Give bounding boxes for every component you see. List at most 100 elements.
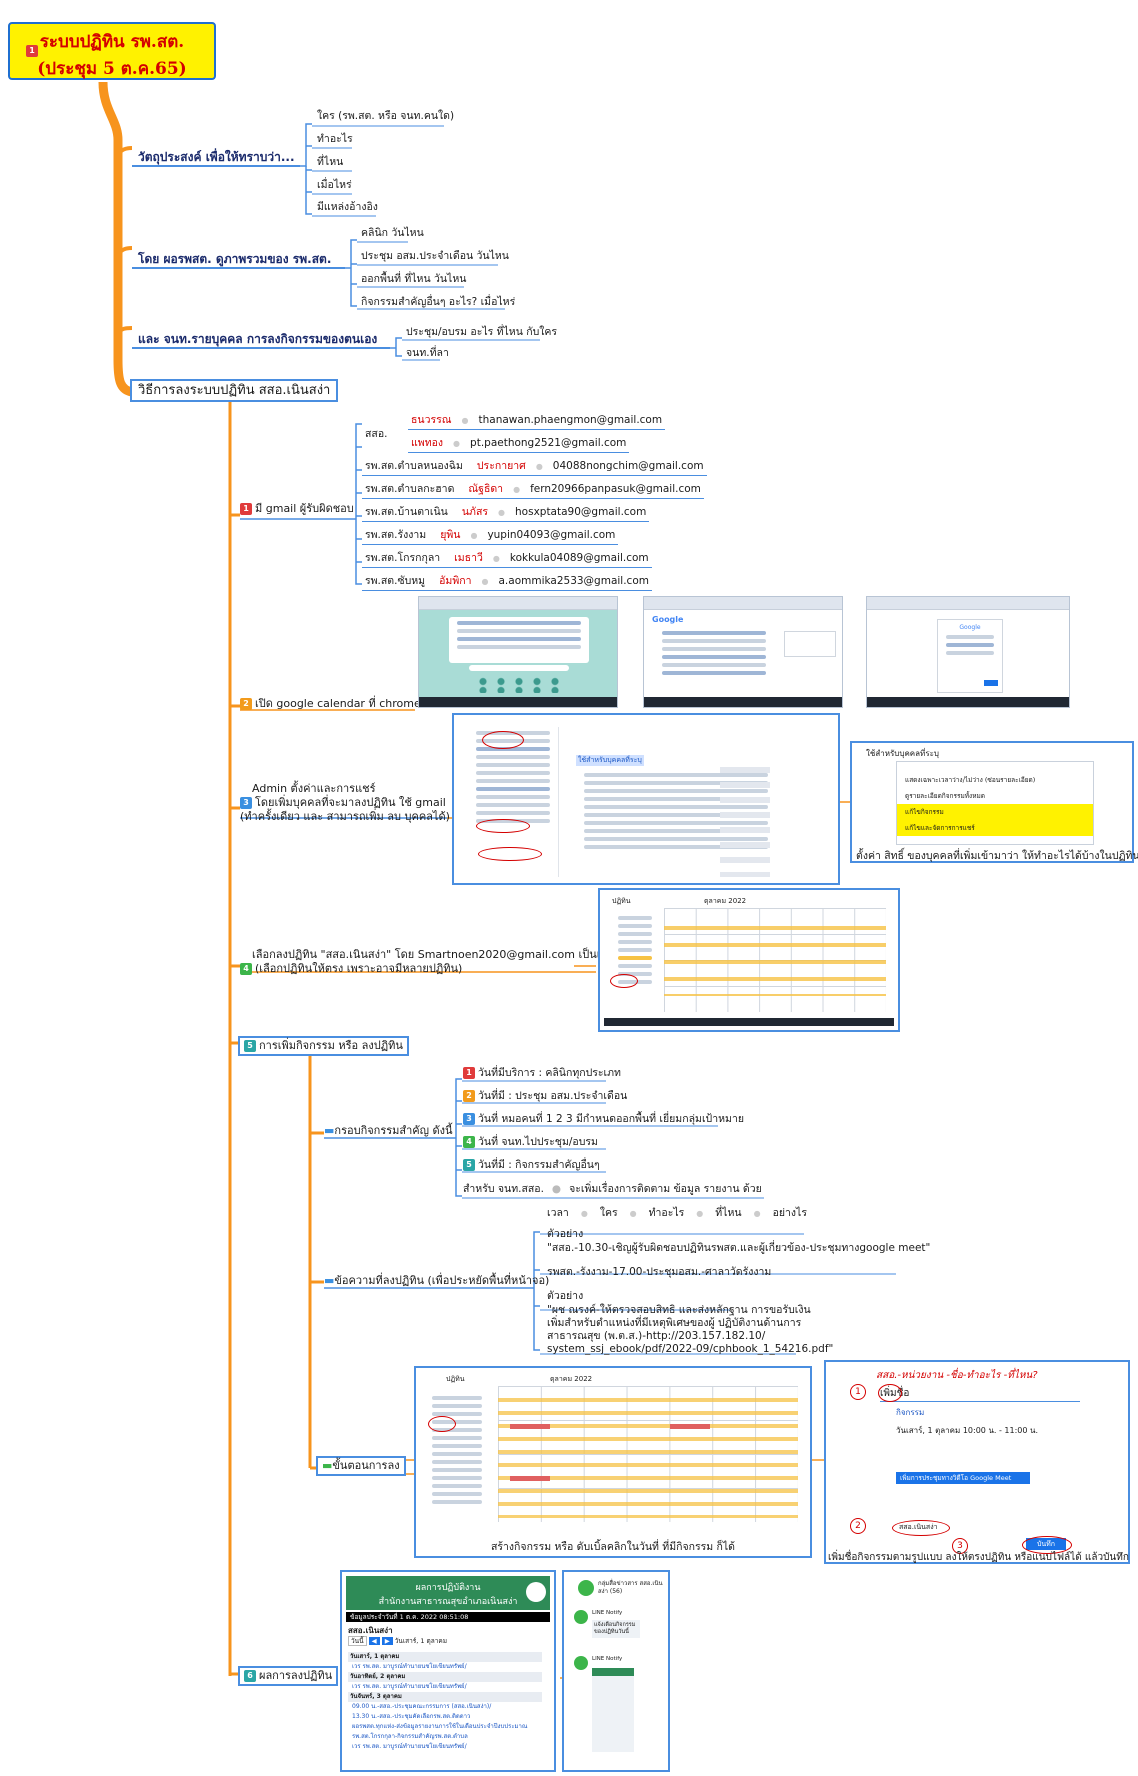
director-item: ประชุม อสม.ประจำเดือน วันไหน bbox=[361, 250, 509, 262]
sequence-item: ทำอะไร bbox=[648, 1207, 685, 1219]
form-tab[interactable]: กิจกรรม bbox=[896, 1408, 925, 1417]
staff-topic: และ จนท.รายบุคคล การลงกิจกรรมของตนเอง bbox=[138, 332, 378, 346]
framework-text: วันที่มี : กิจกรรมสำคัญอื่นๆ bbox=[478, 1159, 600, 1171]
staff-note: สำหรับ จนท.สสอ.●จะเพิ่มเรื่องการติดตาม ข… bbox=[463, 1183, 762, 1195]
step3-line2: โดยเพิ่มบุคคลที่จะมาลงปฏิทิน ใช้ gmail bbox=[255, 796, 446, 809]
gmail-address: thanawan.phaengmon@gmail.com bbox=[478, 414, 663, 426]
objectives-topic: วัตถุประสงค์ เพื่อให้ทราบว่า... bbox=[138, 150, 295, 164]
mark-1: 1 bbox=[850, 1384, 866, 1400]
framework-text: วันที่มี : ประชุม อสม.ประจำเดือน bbox=[478, 1090, 628, 1102]
director-item: กิจกรรมสำคัญอื่นๆ อะไร? เมื่อไหร่ bbox=[361, 296, 516, 308]
procedure-label: ขั้นตอนการลง bbox=[332, 1459, 400, 1472]
step4-node: เลือกลงปฏิทิน "สสอ.เนินสง่า" โดย Smartno… bbox=[240, 948, 633, 976]
gmail-address: fern20966panpasuk@gmail.com bbox=[530, 483, 701, 495]
message-sequence: เวลา●ใคร●ทำอะไร●ที่ไหน●อย่างไร bbox=[544, 1207, 810, 1220]
line-report-thumbnail bbox=[592, 1668, 634, 1752]
line-notify-label-2: LINE Notify bbox=[592, 1656, 623, 1662]
framework-node: ▬กรอบกิจกรรมสำคัญ ดังนี้ bbox=[324, 1124, 453, 1138]
framework-text: วันที่มีบริการ : คลินิกทุกประเภท bbox=[478, 1067, 621, 1079]
step2-label: เปิด google calendar ที่ chrome bbox=[255, 697, 421, 710]
form-meet-button[interactable]: เพิ่มการประชุมทางวิดีโอ Google Meet bbox=[896, 1472, 1030, 1484]
gmail-address: 04088nongchim@gmail.com bbox=[552, 460, 704, 472]
example2-text: "ผช ณรงค์-ให้ตรวจสอบสิทธิ และส่งหลักฐาน … bbox=[544, 1304, 836, 1356]
separator-dot: ● bbox=[753, 1209, 761, 1218]
report-title2: สำนักงานสาธารณสุขอำเภอเนินสง่า bbox=[378, 1597, 518, 1607]
example1b-text: รพสต.-รังงาม-17.00-ประชุมอสม.-ศาลาวัดรัง… bbox=[547, 1266, 772, 1278]
procedure-node: ▬ขั้นตอนการลง bbox=[316, 1456, 406, 1476]
agenda-item[interactable]: 13.30 น.-สสอ.-ประชุมคัดเลือกรพ.สต.ติดดาว bbox=[352, 1713, 471, 1720]
gmail-owner: อัมพิกา bbox=[439, 575, 472, 587]
step6-label: ผลการลงปฏิทิน bbox=[259, 1669, 333, 1682]
form-date: วันเสาร์, 1 ตุลาคม 10:00 น. - 11:00 น. bbox=[896, 1426, 1039, 1435]
form-title-field[interactable]: เพิ่มชื่อ bbox=[880, 1386, 1080, 1402]
line-notify-icon bbox=[574, 1610, 588, 1624]
agenda-item[interactable]: เวร รพ.สต. มาบูรณ์ทำนายนชโยเขียนทรัพย์/ bbox=[352, 1683, 467, 1690]
gmail-address: hosxptata90@gmail.com bbox=[515, 506, 647, 518]
line-notify-icon-2 bbox=[574, 1656, 588, 1670]
separator-dot: ● bbox=[535, 462, 543, 471]
gmail-owner: เมธาวี bbox=[454, 552, 483, 564]
gmail-address: pt.paethong2521@gmail.com bbox=[470, 437, 627, 449]
sequence-item: ที่ไหน bbox=[715, 1207, 742, 1219]
create-event-caption: สร้างกิจกรรม หรือ ดับเบิ้ลคลิกในวันที่ ท… bbox=[490, 1541, 735, 1553]
permission-option[interactable]: ดูรายละเอียดกิจกรรมทั้งหมด bbox=[905, 792, 985, 800]
report-toolbar-date: วันเสาร์, 1 ตุลาคม bbox=[394, 1637, 448, 1645]
sharing-header: ใช้สำหรับบุคคลที่ระบุ bbox=[576, 755, 644, 766]
separator-dot: ● bbox=[481, 577, 489, 586]
agenda-item[interactable]: เวร รพ.สต. มาบูรณ์ทำนายนชโยเขียนทรัพย์/ bbox=[352, 1663, 467, 1670]
create-event-month: ตุลาคม 2022 bbox=[550, 1375, 593, 1383]
objective-item: ทำอะไร bbox=[317, 133, 353, 145]
gmail-row: รพ.สต.ตำบลหนองฉิม ประกายาศ●04088nongchim… bbox=[362, 460, 707, 476]
agenda-item[interactable]: รพ.สต.โกรกกุลา-กิจกรรมสำคัญรพ.สต.ตำบล bbox=[352, 1733, 468, 1740]
step3-badge: 3 bbox=[240, 797, 252, 809]
permission-option[interactable]: แก้ไขและจัดการการแชร์ bbox=[897, 820, 1093, 836]
staff-note-text: จะเพิ่มเรื่องการติดตาม ข้อมูล รายงาน ด้ว… bbox=[569, 1183, 762, 1195]
gmail-unit: รพ.สต.รังงาม bbox=[365, 529, 427, 541]
sequence-item: เวลา bbox=[547, 1207, 569, 1219]
mark-3: 3 bbox=[952, 1538, 968, 1554]
permission-dropdown: แสดงเฉพาะเวลาว่าง/ไม่ว่าง (ซ่อนรายละเอีย… bbox=[896, 761, 1094, 845]
gmail-owner: ณัฐธิดา bbox=[468, 483, 504, 495]
step3-line3: (ทำครั้งเดียว และ สามารถเพิ่ม ลบ บุคคลได… bbox=[240, 810, 450, 823]
gmail-row: ธนวรรณ●thanawan.phaengmon@gmail.com bbox=[408, 414, 666, 430]
gmail-row: แพทอง●pt.paethong2521@gmail.com bbox=[408, 437, 630, 453]
step3-line1: Admin ตั้งค่าและการแชร์ bbox=[252, 782, 376, 795]
separator-dot: ● bbox=[498, 508, 506, 517]
separator-dot: ● bbox=[470, 531, 478, 540]
gmail-unit: รพ.สต.บ้านตาเนิน bbox=[365, 506, 448, 518]
permission-option[interactable]: แสดงเฉพาะเวลาว่าง/ไม่ว่าง (ซ่อนรายละเอีย… bbox=[905, 776, 1036, 784]
agenda-item[interactable]: 09.00 น.-สสอ.-ประชุมคณะกรรมการ (สสอ.เนิน… bbox=[352, 1703, 492, 1710]
separator-dot: ● bbox=[492, 554, 500, 563]
event-form-frame: สสอ.-หน่วยงาน -ชื่อ-ทำอะไร -ที่ไหน? เพิ่… bbox=[824, 1360, 1130, 1564]
method-topic: วิธีการลงระบบปฏิทิน สสอ.เนินสง่า bbox=[130, 379, 339, 402]
report-updated: ข้อมูลประจำวันที่ 1 ต.ค. 2022 08:51:08 bbox=[346, 1612, 550, 1622]
gmail-address: a.aommika2533@gmail.com bbox=[498, 575, 649, 587]
report-prev-button[interactable]: ◀ bbox=[368, 1637, 380, 1645]
root-badge: 1 bbox=[26, 45, 38, 57]
calendar-month: ตุลาคม 2022 bbox=[704, 897, 747, 905]
example2-line: "ผช ณรงค์-ให้ตรวจสอบสิทธิ และส่งหลักฐาน … bbox=[547, 1304, 811, 1316]
permission-header: ใช้สำหรับบุคคลที่ระบุ bbox=[866, 749, 939, 758]
gmail-row: รพ.สต.โกรกกุลา เมธาวี●kokkula04089@gmail… bbox=[362, 552, 652, 568]
calendar-title: ปฏิทิน bbox=[612, 897, 631, 905]
separator-dot: ● bbox=[696, 1209, 704, 1218]
root-topic: 1 ระบบปฏิทิน รพ.สต. (ประชุม 5 ต.ค.65) bbox=[8, 22, 216, 80]
root-title-line1: ระบบปฏิทิน รพ.สต. bbox=[39, 32, 185, 52]
staff-item: จนท.ที่ลา bbox=[406, 347, 449, 359]
separator-dot: ● bbox=[513, 485, 521, 494]
message-label: ข้อความที่ลงปฏิทิน (เพื่อประหยัดพื้นที่ห… bbox=[334, 1274, 550, 1287]
calendar-select-frame: ปฏิทิน ตุลาคม 2022 bbox=[598, 888, 900, 1032]
report-banner: ผลการปฏิบัติงาน สำนักงานสาธารณสุขอำเภอเน… bbox=[346, 1576, 550, 1610]
agenda-item[interactable]: ผอรพสต.ทุกแห่ง-ส่งข้อมูลรายงานการใช้ในเด… bbox=[352, 1723, 528, 1730]
gmail-row: รพ.สต.ซับหมู อัมพิกา●a.aommika2533@gmail… bbox=[362, 575, 652, 591]
form-annotation: สสอ.-หน่วยงาน -ชื่อ-ทำอะไร -ที่ไหน? bbox=[876, 1370, 1038, 1381]
report-today-button[interactable]: วันนี้ bbox=[348, 1636, 367, 1646]
agenda-item[interactable]: เวร รพ.สต. มาบูรณ์ทำนายนชโยเขียนทรัพย์/ bbox=[352, 1743, 467, 1750]
gmail-row: รพ.สต.ตำบลกะฮาด ณัฐธิดา●fern20966panpasu… bbox=[362, 483, 704, 499]
permission-option[interactable]: แก้ไขกิจกรรม bbox=[897, 804, 1093, 820]
report-next-button[interactable]: ▶ bbox=[381, 1637, 393, 1645]
